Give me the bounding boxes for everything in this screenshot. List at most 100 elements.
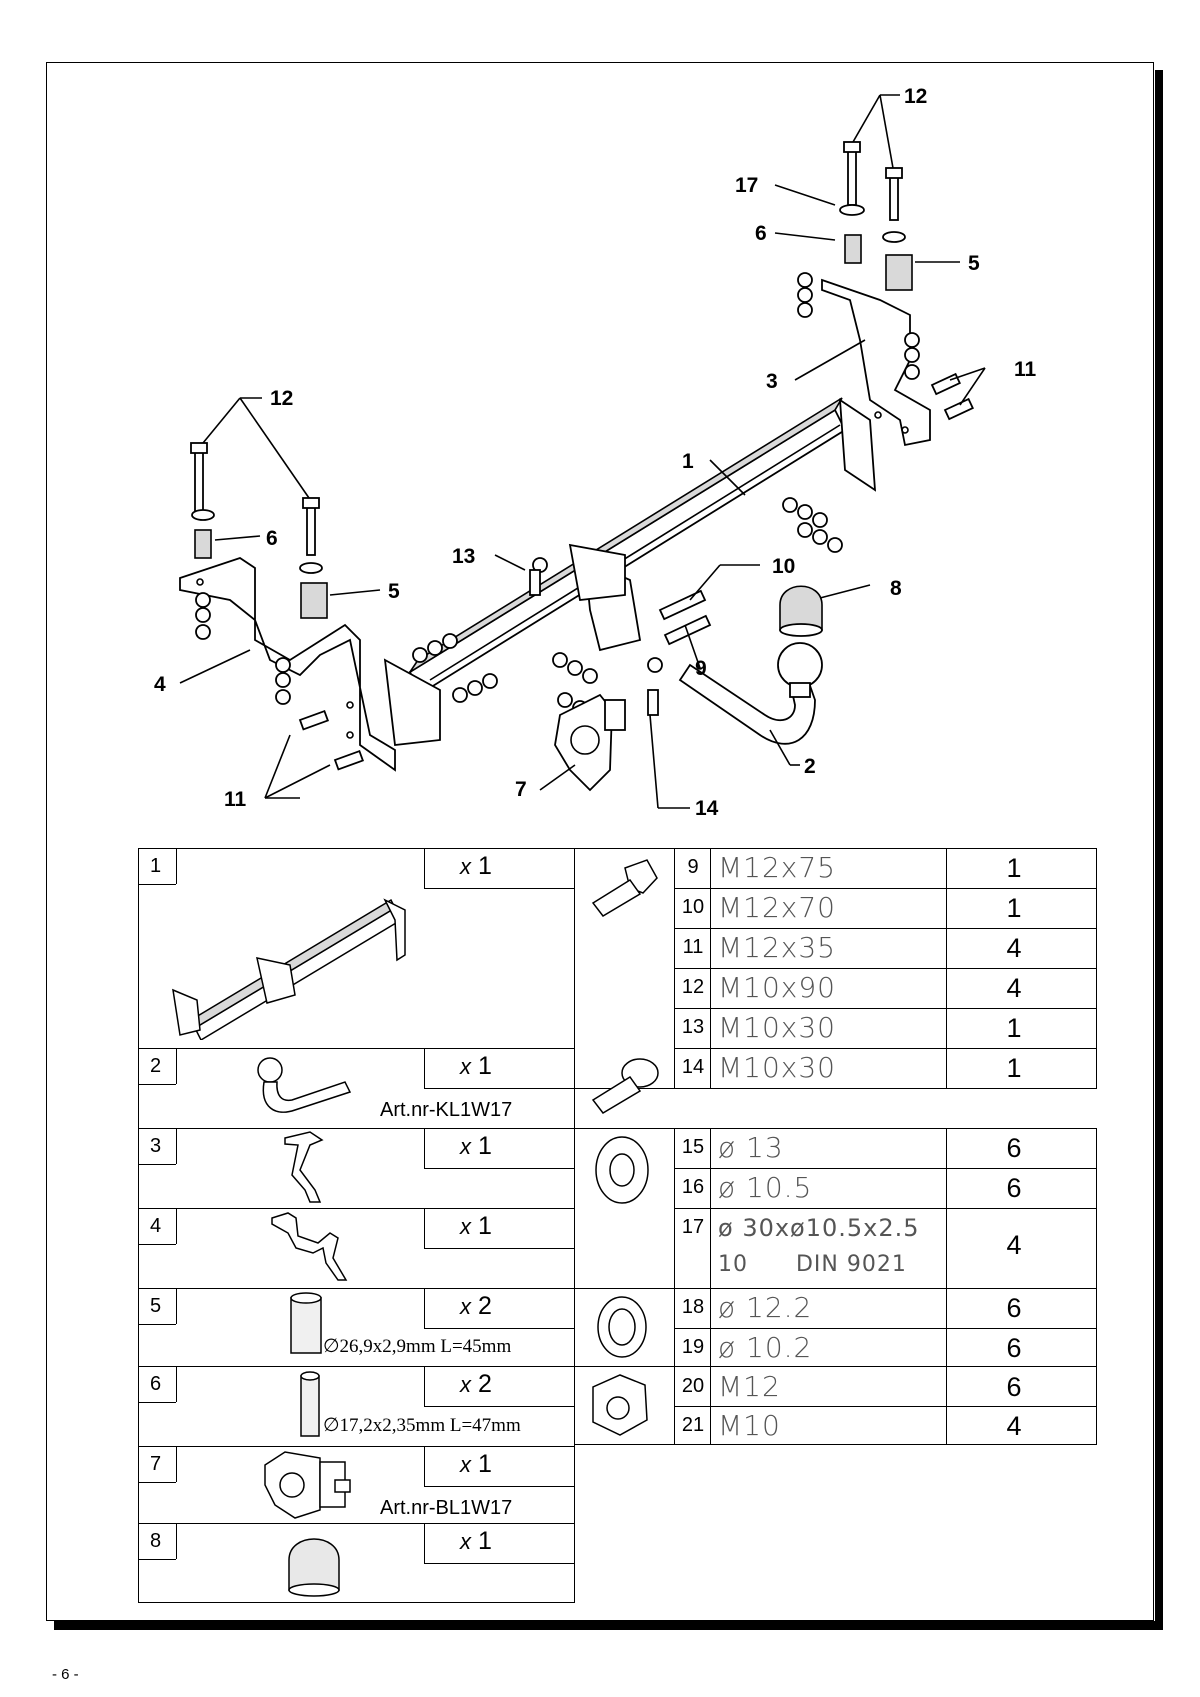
dimension-part-5: ∅26,9x2,9mm L=45mm: [323, 1336, 512, 1357]
nut-washer-stacks: [195, 272, 920, 724]
callout-12-top: 12: [904, 85, 927, 108]
count-19: 6: [1006, 1333, 1022, 1363]
right-index-18: 18: [681, 1296, 705, 1318]
count-16: 6: [1006, 1173, 1022, 1203]
crossbar-part: [383, 397, 847, 746]
callout-12-left: 12: [270, 387, 293, 410]
count-9: 1: [1006, 853, 1022, 883]
exploded-assembly-diagram: 12 17 6 5 3 11 12 6 1 13 10 8 5 4 9 11 7…: [154, 85, 1037, 820]
spec-12: M10x90: [718, 971, 836, 1004]
right-index-14: 14: [681, 1056, 705, 1078]
socket-bolt-icon: [591, 1058, 659, 1114]
qty-part-7: x 1: [460, 1450, 492, 1478]
count-21: 4: [1006, 1411, 1022, 1441]
count-14: 1: [1006, 1053, 1022, 1083]
hex-nut-icon: [592, 1374, 648, 1436]
crossbar-icon: [172, 898, 406, 1040]
callout-2: 2: [804, 755, 816, 778]
socket-plate-part: [554, 693, 626, 792]
qty-part-8: x 1: [460, 1527, 492, 1555]
spec-19: ø 10.2: [718, 1331, 813, 1364]
left-index-6: 6: [150, 1373, 162, 1395]
spec-16: ø 10.5: [718, 1171, 813, 1204]
right-index-9: 9: [687, 856, 699, 878]
left-index-3: 3: [150, 1135, 162, 1157]
right-bracket-icon: [284, 1131, 324, 1203]
spec-17: ø 30xø10.5x2.5: [718, 1214, 920, 1242]
callout-3: 3: [766, 370, 778, 393]
callout-6-left: 6: [266, 527, 278, 550]
callout-17: 17: [735, 174, 758, 197]
count-18: 6: [1006, 1293, 1022, 1323]
right-bracket-part: [821, 278, 931, 492]
qty-part-1: x 1: [460, 852, 492, 880]
right-index-13: 13: [681, 1016, 705, 1038]
ball-cap-icon: [288, 1538, 340, 1597]
right-index-19: 19: [681, 1336, 705, 1358]
count-13: 1: [1006, 1013, 1022, 1043]
qty-part-2: x 1: [460, 1052, 492, 1080]
callout-7: 7: [515, 778, 527, 801]
callout-1: 1: [682, 450, 694, 473]
hex-bolt-icon: [591, 859, 658, 917]
leader-lines: [179, 94, 986, 809]
spec-9: M12x75: [718, 851, 836, 884]
qty-part-4: x 1: [460, 1212, 492, 1240]
count-12: 4: [1006, 973, 1022, 1003]
callout-11-right: 11: [1014, 358, 1037, 381]
right-index-15: 15: [681, 1136, 705, 1158]
right-index-11: 11: [682, 936, 704, 958]
left-index-2: 2: [150, 1055, 162, 1077]
left-bracket-icon: [271, 1212, 348, 1281]
spec-14: M10x30: [718, 1051, 836, 1084]
left-index-1: 1: [150, 855, 162, 877]
page-frame: [46, 62, 1154, 1621]
page-number: - 6 -: [52, 1666, 79, 1683]
right-index-17: 17: [681, 1216, 705, 1238]
qty-part-6: x 2: [460, 1370, 492, 1398]
tubes: [191, 204, 913, 619]
spec-18: ø 12.2: [718, 1291, 813, 1324]
frame-shadow-right: [1155, 70, 1163, 1630]
callout-4: 4: [154, 673, 166, 696]
socket-plate-icon: [264, 1451, 351, 1519]
left-index-5: 5: [150, 1295, 162, 1317]
large-tube-icon: [290, 1292, 322, 1354]
right-index-12: 12: [681, 976, 705, 998]
spec-20: M12: [718, 1370, 781, 1403]
article-number-part-2: Art.nr-KL1W17: [380, 1099, 513, 1121]
spec-17-line2: 10 DIN 9021: [718, 1252, 907, 1277]
dimension-part-6: ∅17,2x2,35mm L=47mm: [323, 1415, 521, 1436]
count-11: 4: [1006, 933, 1022, 963]
frame-shadow-bottom: [54, 1621, 1163, 1630]
left-index-4: 4: [150, 1215, 162, 1237]
callout-13: 13: [452, 545, 475, 568]
spec-13: M10x30: [718, 1011, 836, 1044]
callout-14: 14: [695, 797, 719, 820]
callout-11-left: 11: [224, 788, 247, 811]
qty-part-3: x 1: [460, 1132, 492, 1160]
spec-15: ø 13: [718, 1131, 784, 1164]
flat-washer-icon: [595, 1136, 649, 1204]
callout-5-right: 5: [968, 252, 980, 275]
towball-arm-part: [678, 642, 823, 745]
spec-11: M12x35: [718, 931, 836, 964]
callout-8: 8: [890, 577, 902, 600]
callout-5-left: 5: [388, 580, 400, 603]
callout-10: 10: [772, 555, 795, 578]
qty-part-5: x 2: [460, 1292, 492, 1320]
left-index-7: 7: [150, 1453, 162, 1475]
count-20: 6: [1006, 1372, 1022, 1402]
article-number-part-7: Art.nr-BL1W17: [380, 1497, 513, 1519]
count-17: 4: [1006, 1230, 1022, 1260]
spec-10: M12x70: [718, 891, 836, 924]
ball-cap-part: [779, 585, 823, 637]
count-10: 1: [1006, 893, 1022, 923]
small-tube-icon: [300, 1371, 320, 1437]
callout-6-right: 6: [755, 222, 767, 245]
right-index-20: 20: [681, 1375, 705, 1397]
left-index-8: 8: [150, 1530, 162, 1552]
bolts-12: [190, 141, 903, 556]
count-15: 6: [1006, 1133, 1022, 1163]
towball-arm-icon: [257, 1057, 352, 1113]
